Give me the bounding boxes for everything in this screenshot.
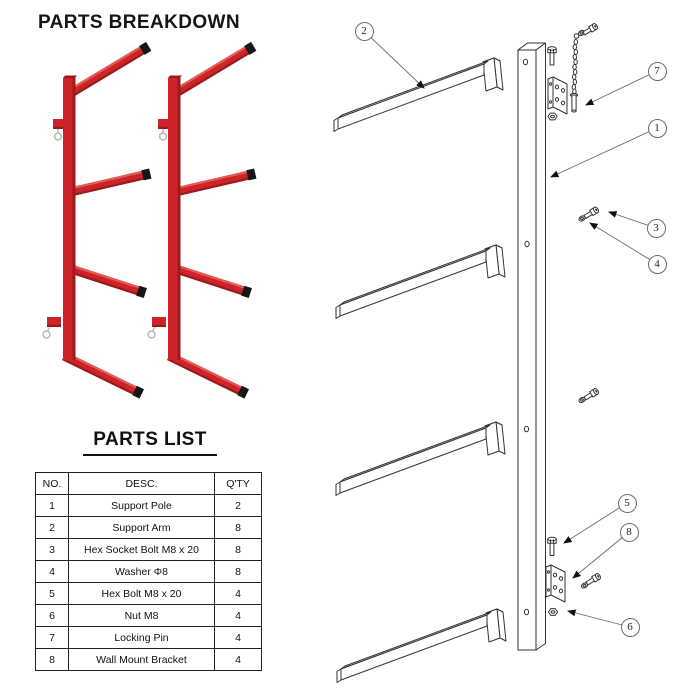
cell-no: 5 [35, 582, 69, 605]
cell-desc: Wall Mount Bracket [68, 648, 215, 671]
callout-1: 1 [647, 118, 667, 138]
support-arm-drawing-3 [335, 421, 506, 496]
callout-7: 7 [647, 61, 667, 81]
parts-table-header: NO. DESC. Q'TY [35, 472, 262, 495]
support-pole-drawing [517, 42, 546, 651]
page-title: PARTS BREAKDOWN [38, 12, 240, 33]
callout-leader-lines [363, 30, 658, 628]
parts-row-8: 8 Wall Mount Bracket 4 [35, 648, 262, 671]
parts-list-title: PARTS LIST [35, 424, 265, 456]
hex-bolt-bottom [547, 536, 557, 556]
cell-desc: Hex Bolt M8 x 20 [68, 582, 215, 605]
nut-top [547, 112, 558, 121]
wall-mount-bracket-bottom [545, 564, 566, 603]
cell-no: 2 [35, 516, 69, 539]
cell-qty: 4 [214, 604, 262, 627]
cell-qty: 8 [214, 560, 262, 583]
parts-table: NO. DESC. Q'TY 1 Support Pole 2 2 Suppor… [35, 472, 262, 671]
callout-2: 2 [354, 21, 374, 41]
col-header-no: NO. [35, 472, 69, 495]
cell-qty: 2 [214, 494, 262, 517]
callout-4: 4 [647, 254, 667, 274]
cell-desc: Hex Socket Bolt M8 x 20 [68, 538, 215, 561]
parts-row-5: 5 Hex Bolt M8 x 20 4 [35, 582, 262, 605]
callout-5: 5 [617, 493, 637, 513]
cell-qty: 8 [214, 516, 262, 539]
hex-socket-bolt-bottom [584, 572, 602, 587]
hex-socket-bolt-mid-1 [582, 205, 600, 221]
callout-8: 8 [619, 522, 639, 542]
cell-qty: 4 [214, 626, 262, 649]
support-arm-drawing-1 [333, 57, 504, 132]
cell-qty: 8 [214, 538, 262, 561]
parts-row-1: 1 Support Pole 2 [35, 494, 262, 517]
cell-desc: Washer Φ8 [68, 560, 215, 583]
locking-pin-chain-drawing [569, 33, 580, 113]
cell-qty: 4 [214, 582, 262, 605]
callout-6: 6 [620, 617, 640, 637]
rack-illustration-left [42, 41, 153, 400]
hex-socket-bolt-mid-2 [582, 387, 600, 402]
support-arm-drawing-2 [335, 244, 506, 319]
hex-bolt-top [547, 46, 557, 66]
support-arm-drawing-4 [336, 608, 507, 683]
cell-no: 8 [35, 648, 69, 671]
cell-no: 3 [35, 538, 69, 561]
cell-no: 7 [35, 626, 69, 649]
cell-desc: Nut M8 [68, 604, 215, 627]
parts-row-6: 6 Nut M8 4 [35, 604, 262, 627]
parts-row-4: 4 Washer Φ8 8 [35, 560, 262, 583]
parts-list-section: PARTS LIST NO. DESC. Q'TY 1 Support Pole… [35, 424, 265, 671]
parts-row-2: 2 Support Arm 8 [35, 516, 262, 539]
callout-3: 3 [646, 218, 666, 238]
cell-no: 1 [35, 494, 69, 517]
wall-mount-bracket-top [547, 76, 568, 115]
hex-socket-bolt-top [581, 22, 599, 37]
parts-row-7: 7 Locking Pin 4 [35, 626, 262, 649]
parts-row-3: 3 Hex Socket Bolt M8 x 20 8 [35, 538, 262, 561]
cell-desc: Support Pole [68, 494, 215, 517]
cell-no: 6 [35, 604, 69, 627]
rack-illustration-right [147, 41, 258, 400]
cell-qty: 4 [214, 648, 262, 671]
cell-desc: Locking Pin [68, 626, 215, 649]
nut-bottom [547, 608, 559, 616]
exploded-view [333, 22, 658, 683]
col-header-qty: Q'TY [214, 472, 262, 495]
cell-no: 4 [35, 560, 69, 583]
cell-desc: Support Arm [68, 516, 215, 539]
col-header-desc: DESC. [68, 472, 215, 495]
